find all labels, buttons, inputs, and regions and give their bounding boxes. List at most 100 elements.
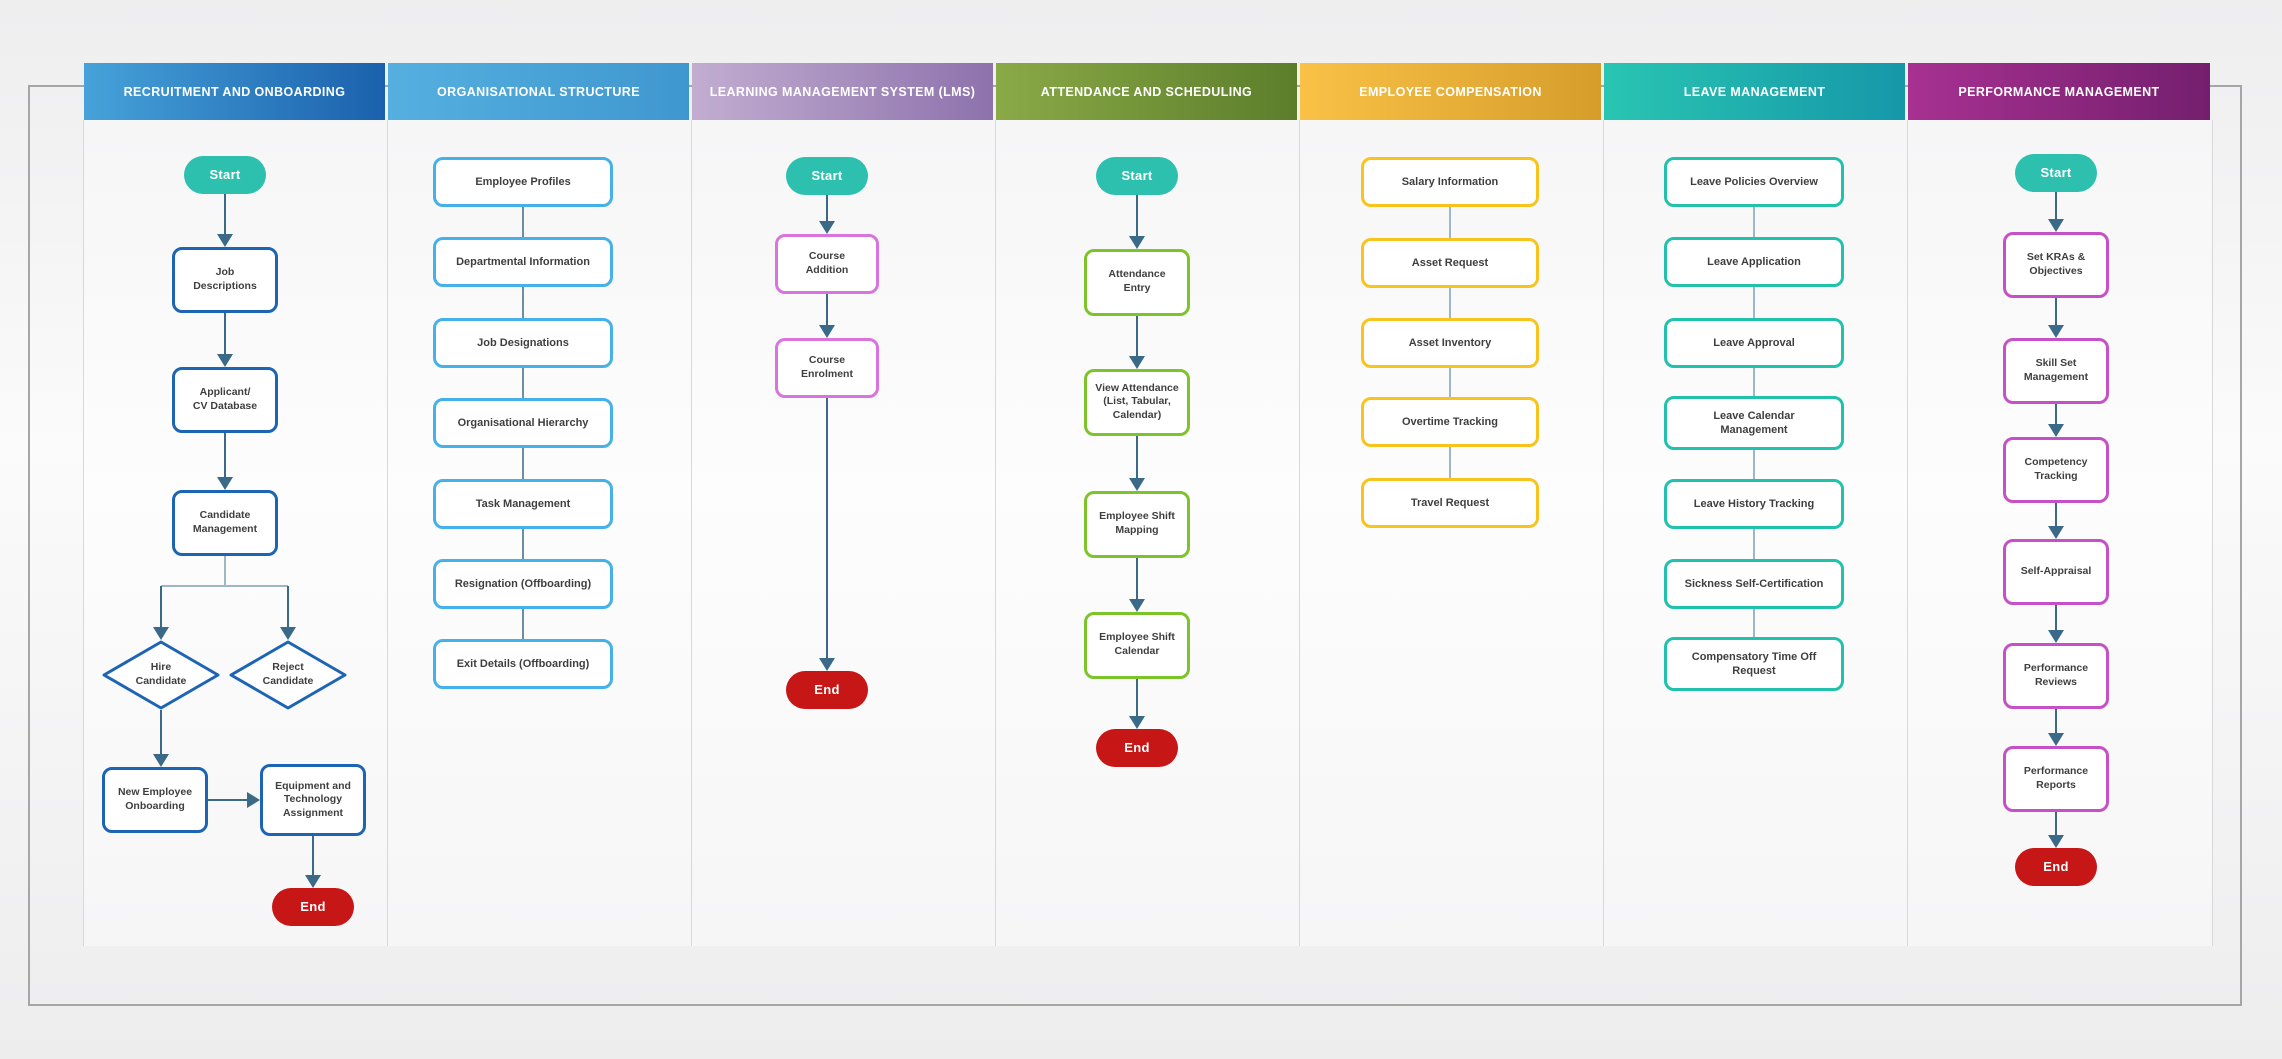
flow-connector bbox=[1753, 287, 1755, 318]
arrow-head-down-icon bbox=[217, 354, 233, 367]
flow-node-leave-approval: Leave Approval bbox=[1664, 318, 1844, 368]
flow-connector bbox=[522, 287, 524, 318]
lane-title: RECRUITMENT AND ONBOARDING bbox=[123, 84, 346, 99]
arrow-head-down-icon bbox=[217, 477, 233, 490]
flow-node-employee-shift-calendar: Employee Shift Calendar bbox=[1084, 611, 1190, 679]
flow-arrow bbox=[1136, 195, 1138, 239]
flow-connector bbox=[522, 207, 524, 237]
flow-node-salary-information: Salary Information bbox=[1361, 157, 1539, 207]
node-label: End bbox=[300, 898, 326, 914]
flow-connector bbox=[1449, 288, 1451, 318]
flow-connector bbox=[1753, 368, 1755, 396]
flow-node-reject-candidate: Reject Candidate bbox=[229, 640, 347, 710]
node-label: Travel Request bbox=[1410, 496, 1490, 509]
node-label: Hire Candidate bbox=[135, 661, 187, 687]
node-label: Leave Calendar Management bbox=[1713, 409, 1795, 436]
arrow-head-down-icon bbox=[819, 325, 835, 338]
flow-node-attendance-entry: Attendance Entry bbox=[1084, 248, 1190, 316]
decision-diamond-shape bbox=[102, 640, 220, 710]
flow-arrow bbox=[826, 398, 828, 661]
flow-node-leave-calendar-management: Leave Calendar Management bbox=[1664, 396, 1844, 450]
flow-node-performance-reports: Performance Reports bbox=[2003, 746, 2109, 812]
lane-header-learning-management-system: LEARNING MANAGEMENT SYSTEM (LMS) bbox=[692, 63, 993, 120]
flow-node-exit-details-offboarding: Exit Details (Offboarding) bbox=[433, 639, 613, 689]
lane-header-recruitment-and-onboarding: RECRUITMENT AND ONBOARDING bbox=[84, 63, 385, 120]
flow-arrow bbox=[224, 433, 226, 480]
flow-connector bbox=[1753, 450, 1755, 479]
flow-connector bbox=[522, 448, 524, 479]
node-label: Job Designations bbox=[477, 336, 569, 349]
arrow-head-right-icon bbox=[247, 792, 260, 808]
decision-diamond-shape bbox=[229, 640, 347, 710]
flow-connector bbox=[522, 609, 524, 639]
node-label: Start bbox=[1121, 167, 1153, 183]
flow-node-set-kras-objectives: Set KRAs & Objectives bbox=[2003, 232, 2109, 298]
node-label: Departmental Information bbox=[456, 255, 590, 268]
flow-arrow bbox=[160, 586, 162, 630]
node-label: Equipment and Technology Assignment bbox=[275, 779, 351, 819]
arrow-head-down-icon bbox=[2048, 424, 2064, 437]
lane-title: EMPLOYEE COMPENSATION bbox=[1359, 84, 1542, 99]
flow-connector bbox=[1449, 207, 1451, 238]
flow-connector bbox=[224, 556, 226, 586]
node-label: Employee Profiles bbox=[475, 175, 571, 188]
lane-header-performance-management: PERFORMANCE MANAGEMENT bbox=[1908, 63, 2210, 120]
node-label: Competency Tracking bbox=[2024, 456, 2088, 482]
flow-node-view-attendance-list-tabular-calendar: View Attendance (List, Tabular, Calendar… bbox=[1084, 368, 1190, 436]
node-label: End bbox=[814, 681, 840, 697]
flow-arrow bbox=[826, 195, 828, 224]
node-label: Leave Approval bbox=[1713, 336, 1795, 349]
flow-arrow bbox=[2055, 709, 2057, 736]
node-label: Leave History Tracking bbox=[1693, 497, 1815, 510]
flow-node-sickness-self-certification: Sickness Self-Certification bbox=[1664, 559, 1844, 609]
flow-node-applicant-cv-database: Applicant/ CV Database bbox=[172, 367, 278, 433]
flow-arrow bbox=[224, 313, 226, 357]
flow-node-travel-request: Travel Request bbox=[1361, 478, 1539, 528]
flow-node-end: End bbox=[2015, 848, 2097, 886]
flow-node-equipment-and-technology-assignment: Equipment and Technology Assignment bbox=[260, 764, 366, 836]
node-label: Attendance Entry bbox=[1108, 268, 1166, 294]
node-label: View Attendance (List, Tabular, Calendar… bbox=[1095, 381, 1179, 421]
node-label: Job Descriptions bbox=[193, 266, 257, 292]
flow-arrow bbox=[287, 586, 289, 630]
flow-node-end: End bbox=[272, 888, 354, 926]
lane-title: ATTENDANCE AND SCHEDULING bbox=[1040, 84, 1253, 99]
flow-arrow bbox=[1136, 679, 1138, 719]
node-label: Employee Shift Mapping bbox=[1099, 510, 1175, 536]
node-label: Exit Details (Offboarding) bbox=[456, 657, 590, 670]
arrow-head-down-icon bbox=[1129, 599, 1145, 612]
flow-node-job-descriptions: Job Descriptions bbox=[172, 247, 278, 313]
node-label: Compensatory Time Off Request bbox=[1691, 650, 1817, 677]
flow-connector bbox=[1753, 609, 1755, 637]
arrow-head-down-icon bbox=[1129, 236, 1145, 249]
lane-title: LEARNING MANAGEMENT SYSTEM (LMS) bbox=[709, 84, 976, 99]
node-label: Reject Candidate bbox=[262, 661, 314, 687]
node-label: Organisational Hierarchy bbox=[457, 416, 589, 429]
flow-node-course-enrolment: Course Enrolment bbox=[775, 338, 879, 398]
node-label: Start bbox=[209, 166, 241, 182]
arrow-head-down-icon bbox=[1129, 356, 1145, 369]
flow-arrow bbox=[1136, 316, 1138, 359]
flow-arrow bbox=[2055, 812, 2057, 838]
flow-node-skill-set-management: Skill Set Management bbox=[2003, 338, 2109, 404]
flow-node-candidate-management: Candidate Management bbox=[172, 490, 278, 556]
flow-arrow bbox=[224, 194, 226, 237]
flow-node-compensatory-time-off-request: Compensatory Time Off Request bbox=[1664, 637, 1844, 691]
lane-header-attendance-and-scheduling: ATTENDANCE AND SCHEDULING bbox=[996, 63, 1297, 120]
node-label: Asset Inventory bbox=[1408, 336, 1492, 349]
flow-node-resignation-offboarding: Resignation (Offboarding) bbox=[433, 559, 613, 609]
flow-node-competency-tracking: Competency Tracking bbox=[2003, 437, 2109, 503]
arrow-head-down-icon bbox=[2048, 630, 2064, 643]
flow-node-course-addition: Course Addition bbox=[775, 234, 879, 294]
arrow-head-down-icon bbox=[153, 754, 169, 767]
arrow-head-down-icon bbox=[2048, 835, 2064, 848]
flow-arrow bbox=[208, 799, 250, 801]
node-label: Sickness Self-Certification bbox=[1684, 577, 1824, 590]
node-label: Skill Set Management bbox=[2023, 357, 2089, 383]
flow-arrow bbox=[2055, 605, 2057, 633]
flow-connector bbox=[522, 529, 524, 559]
arrow-head-down-icon bbox=[2048, 526, 2064, 539]
node-label: Self-Appraisal bbox=[2020, 565, 2092, 578]
arrow-head-down-icon bbox=[819, 658, 835, 671]
